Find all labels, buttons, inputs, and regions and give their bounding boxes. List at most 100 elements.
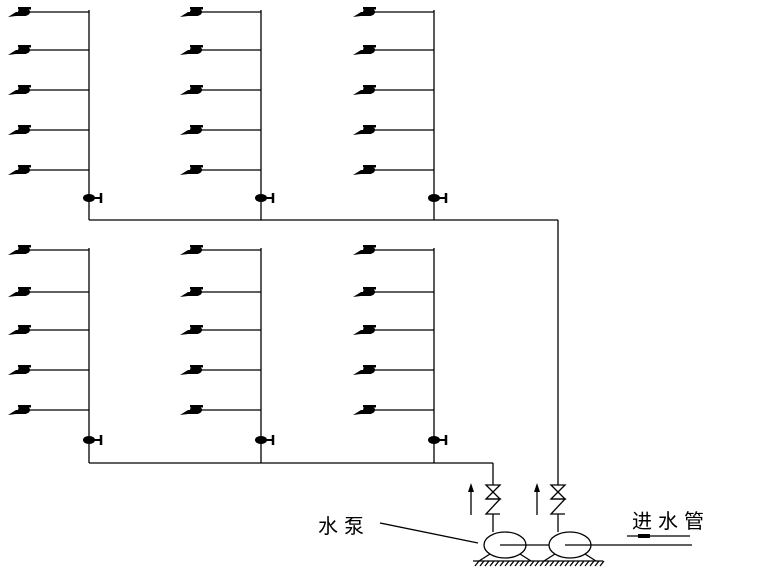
base-hatch <box>574 560 580 567</box>
base-hatch <box>529 560 535 567</box>
faucet-handle <box>363 405 376 408</box>
faucet-handle <box>190 245 203 248</box>
faucet-handle <box>18 287 31 290</box>
faucet-icon <box>353 245 376 255</box>
check-valve-symbol <box>549 498 567 515</box>
faucet-handle <box>18 245 31 248</box>
faucet-body <box>363 46 375 54</box>
base-hatch <box>479 560 485 567</box>
flow-arrow-icon <box>534 483 540 492</box>
base-hatch <box>494 560 500 567</box>
base-hatch <box>564 560 570 567</box>
faucet-handle <box>363 365 376 368</box>
faucet-icon <box>8 245 31 255</box>
pump-label: 水泵 <box>318 514 370 538</box>
faucet-icon <box>8 365 31 375</box>
faucet-icon <box>8 325 31 335</box>
pump-leader-line <box>379 522 479 544</box>
faucet-body <box>363 246 375 254</box>
faucet-handle <box>190 405 203 408</box>
faucet-icon <box>8 7 31 17</box>
base-hatch <box>544 560 550 567</box>
base-hatch <box>549 560 555 567</box>
faucet-icon <box>353 165 376 175</box>
faucet-body <box>18 406 30 414</box>
base-hatch <box>584 560 590 567</box>
check-valve-symbol <box>484 498 502 515</box>
faucet-icon <box>8 45 31 55</box>
faucet-body <box>18 86 30 94</box>
base-hatch <box>474 560 480 567</box>
inlet-pipe-label: 进水管 <box>632 509 710 533</box>
faucet-handle <box>363 85 376 88</box>
pump-support <box>478 553 491 562</box>
faucet-body <box>190 166 202 174</box>
faucet-handle <box>190 287 203 290</box>
faucet-body <box>18 126 30 134</box>
base-hatch <box>534 560 540 567</box>
faucet-icon <box>180 245 203 255</box>
base-hatch <box>559 560 565 567</box>
faucet-handle <box>363 287 376 290</box>
gate-valve-symbol <box>549 484 567 500</box>
base-hatch <box>539 560 545 567</box>
faucet-icon <box>353 325 376 335</box>
gate-valve-icon <box>428 193 448 203</box>
faucet-icon <box>180 7 203 17</box>
faucet-body <box>190 326 202 334</box>
faucet-icon <box>8 125 31 135</box>
faucet-body <box>363 288 375 296</box>
faucet-handle <box>190 85 203 88</box>
base-hatch <box>589 560 595 567</box>
faucet-icon <box>353 287 376 297</box>
faucet-handle <box>363 165 376 168</box>
faucet-handle <box>18 165 31 168</box>
faucet-icon <box>8 85 31 95</box>
gate-valve-icon <box>255 435 275 445</box>
faucet-body <box>190 46 202 54</box>
base-hatch <box>599 560 605 567</box>
faucet-body <box>18 366 30 374</box>
faucet-handle <box>190 365 203 368</box>
faucet-body <box>190 8 202 16</box>
faucet-icon <box>180 287 203 297</box>
faucet-handle <box>18 125 31 128</box>
gate-valve-symbol <box>484 484 502 500</box>
faucet-handle <box>363 245 376 248</box>
faucet-body <box>363 366 375 374</box>
pump-support <box>543 553 556 562</box>
faucet-handle <box>18 365 31 368</box>
faucet-handle <box>190 125 203 128</box>
faucet-icon <box>180 405 203 415</box>
faucet-icon <box>353 405 376 415</box>
faucet-handle <box>363 325 376 328</box>
base-hatch <box>579 560 585 567</box>
faucet-body <box>190 366 202 374</box>
base-hatch <box>554 560 560 567</box>
faucet-icon <box>180 165 203 175</box>
faucet-icon <box>353 365 376 375</box>
faucet-handle <box>18 7 31 10</box>
faucet-handle <box>190 7 203 10</box>
faucet-body <box>18 166 30 174</box>
faucet-icon <box>180 365 203 375</box>
pump-support <box>584 553 597 562</box>
faucet-body <box>18 46 30 54</box>
faucet-handle <box>190 325 203 328</box>
faucet-body <box>190 246 202 254</box>
faucet-body <box>363 126 375 134</box>
faucet-body <box>363 8 375 16</box>
faucet-icon <box>180 325 203 335</box>
faucet-body <box>363 166 375 174</box>
faucet-body <box>363 326 375 334</box>
faucet-handle <box>363 125 376 128</box>
faucet-body <box>18 8 30 16</box>
faucet-handle <box>363 45 376 48</box>
faucet-body <box>18 326 30 334</box>
flow-arrow-icon <box>468 483 474 492</box>
gate-valve-icon <box>255 193 275 203</box>
faucet-handle <box>190 165 203 168</box>
faucet-body <box>363 86 375 94</box>
